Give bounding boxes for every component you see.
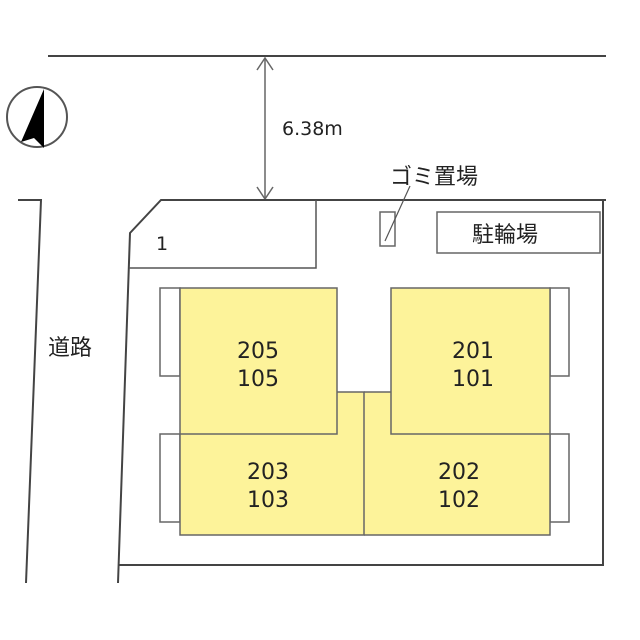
unit-105-label: 105 xyxy=(237,367,279,392)
bicycle-label: 駐輪場 xyxy=(472,223,538,248)
unit-202-102 xyxy=(364,434,551,536)
dimension-label: 6.38m xyxy=(282,118,343,140)
balcony xyxy=(549,287,570,377)
parking-label: 1 xyxy=(156,233,168,255)
unit-102-label: 102 xyxy=(438,488,480,513)
bicycle-parking xyxy=(436,211,601,254)
unit-201-101 xyxy=(390,287,551,435)
road-left-line xyxy=(18,199,43,584)
unit-201-label: 201 xyxy=(452,339,494,364)
unit-202-label: 202 xyxy=(438,460,480,485)
compass-north-icon xyxy=(6,86,68,148)
unit-205-label: 205 xyxy=(237,339,279,364)
unit-205-105 xyxy=(179,287,338,435)
balcony xyxy=(549,433,570,523)
road-label: 道路 xyxy=(48,336,92,361)
garbage-area xyxy=(379,211,396,247)
unit-101-label: 101 xyxy=(452,367,494,392)
garbage-leader-line xyxy=(384,185,411,242)
building xyxy=(179,287,551,536)
unit-103-label: 103 xyxy=(247,488,289,513)
balcony xyxy=(159,433,181,523)
lot-boundary xyxy=(117,199,606,584)
balcony xyxy=(159,287,181,377)
unit-203-label: 203 xyxy=(247,460,289,485)
garbage-label: ゴミ置場 xyxy=(390,165,478,190)
dimension-arrow xyxy=(256,56,274,201)
lot-boundary-right xyxy=(118,200,604,566)
parking-space xyxy=(129,200,317,269)
